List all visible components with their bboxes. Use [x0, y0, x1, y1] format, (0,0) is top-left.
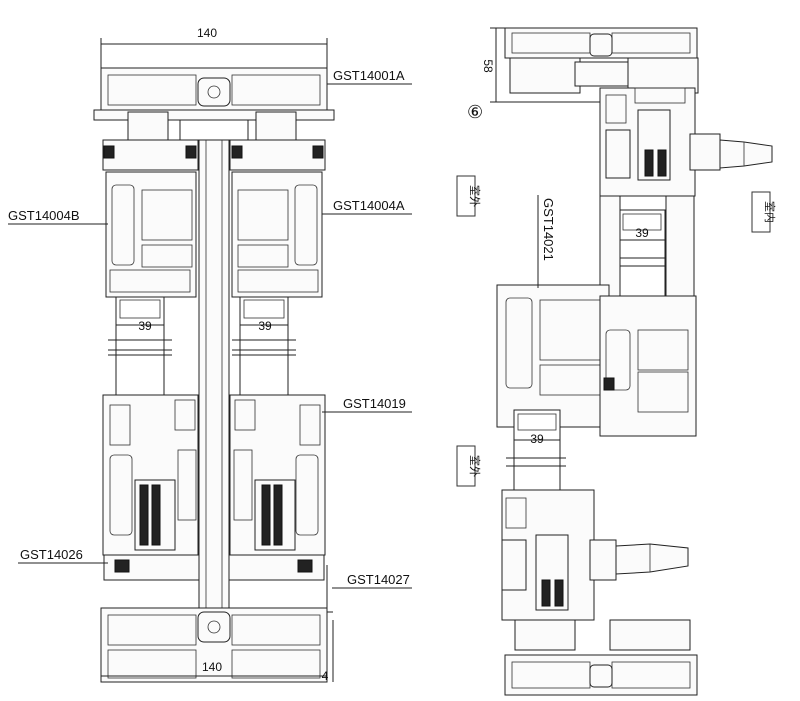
tag-outdoor-upper: 室外 — [456, 175, 482, 217]
dim-58-text: 58 — [481, 59, 495, 73]
label-GST14004B: GST14004B — [8, 208, 80, 223]
label-GST14001A: GST14001A — [333, 68, 405, 83]
left-lower-sash — [102, 394, 199, 556]
dim-side-text: 4 — [322, 669, 329, 683]
right-upper-sash — [599, 87, 773, 197]
right-bottom-frame — [504, 654, 698, 696]
label-GST14021: GST14021 — [541, 198, 556, 261]
right-glass-dim: 39 — [258, 319, 272, 333]
top-frame-profile — [93, 67, 335, 141]
central-mullion — [198, 139, 230, 611]
left-section: 140 — [8, 26, 412, 683]
bottom-dimension: 140 4 — [100, 620, 334, 683]
label-GST14027: GST14027 — [347, 572, 410, 587]
bottom-frame-profile — [100, 554, 333, 683]
tag-outdoor-lower: 室外 — [456, 445, 482, 487]
right-upper-sash — [229, 139, 326, 298]
tag-indoor: 室内 — [751, 191, 777, 233]
outer-frame-GST14021 — [496, 284, 697, 437]
dim-top-text: 140 — [197, 26, 217, 40]
dim-bottom-text: 140 — [202, 660, 222, 674]
right-section: 58 ⑥ — [456, 27, 777, 696]
vertical-label: GST14021 — [537, 195, 556, 288]
left-upper-sash — [102, 139, 199, 298]
left-labels: GST14001A GST14004B GST14004A GST14019 G… — [8, 68, 412, 589]
left-glass-dim: 39 — [138, 319, 152, 333]
tag-outdoor-lower-text: 室外 — [468, 455, 482, 477]
label-GST14026: GST14026 — [20, 547, 83, 562]
upper-glass-dim: 39 — [635, 226, 649, 240]
right-lower-sash — [501, 489, 691, 651]
lower-glass-dim: 39 — [530, 432, 544, 446]
right-top-frame — [504, 27, 699, 94]
tag-indoor-text: 室内 — [763, 201, 777, 223]
tag-outdoor-upper-text: 室外 — [468, 185, 482, 207]
top-dimension: 140 — [100, 26, 328, 70]
label-GST14004A: GST14004A — [333, 198, 405, 213]
circle-number: ⑥ — [467, 102, 483, 122]
label-GST14019: GST14019 — [343, 396, 406, 411]
right-upper-glass: 39 — [599, 195, 695, 301]
right-lower-sash — [229, 394, 326, 556]
